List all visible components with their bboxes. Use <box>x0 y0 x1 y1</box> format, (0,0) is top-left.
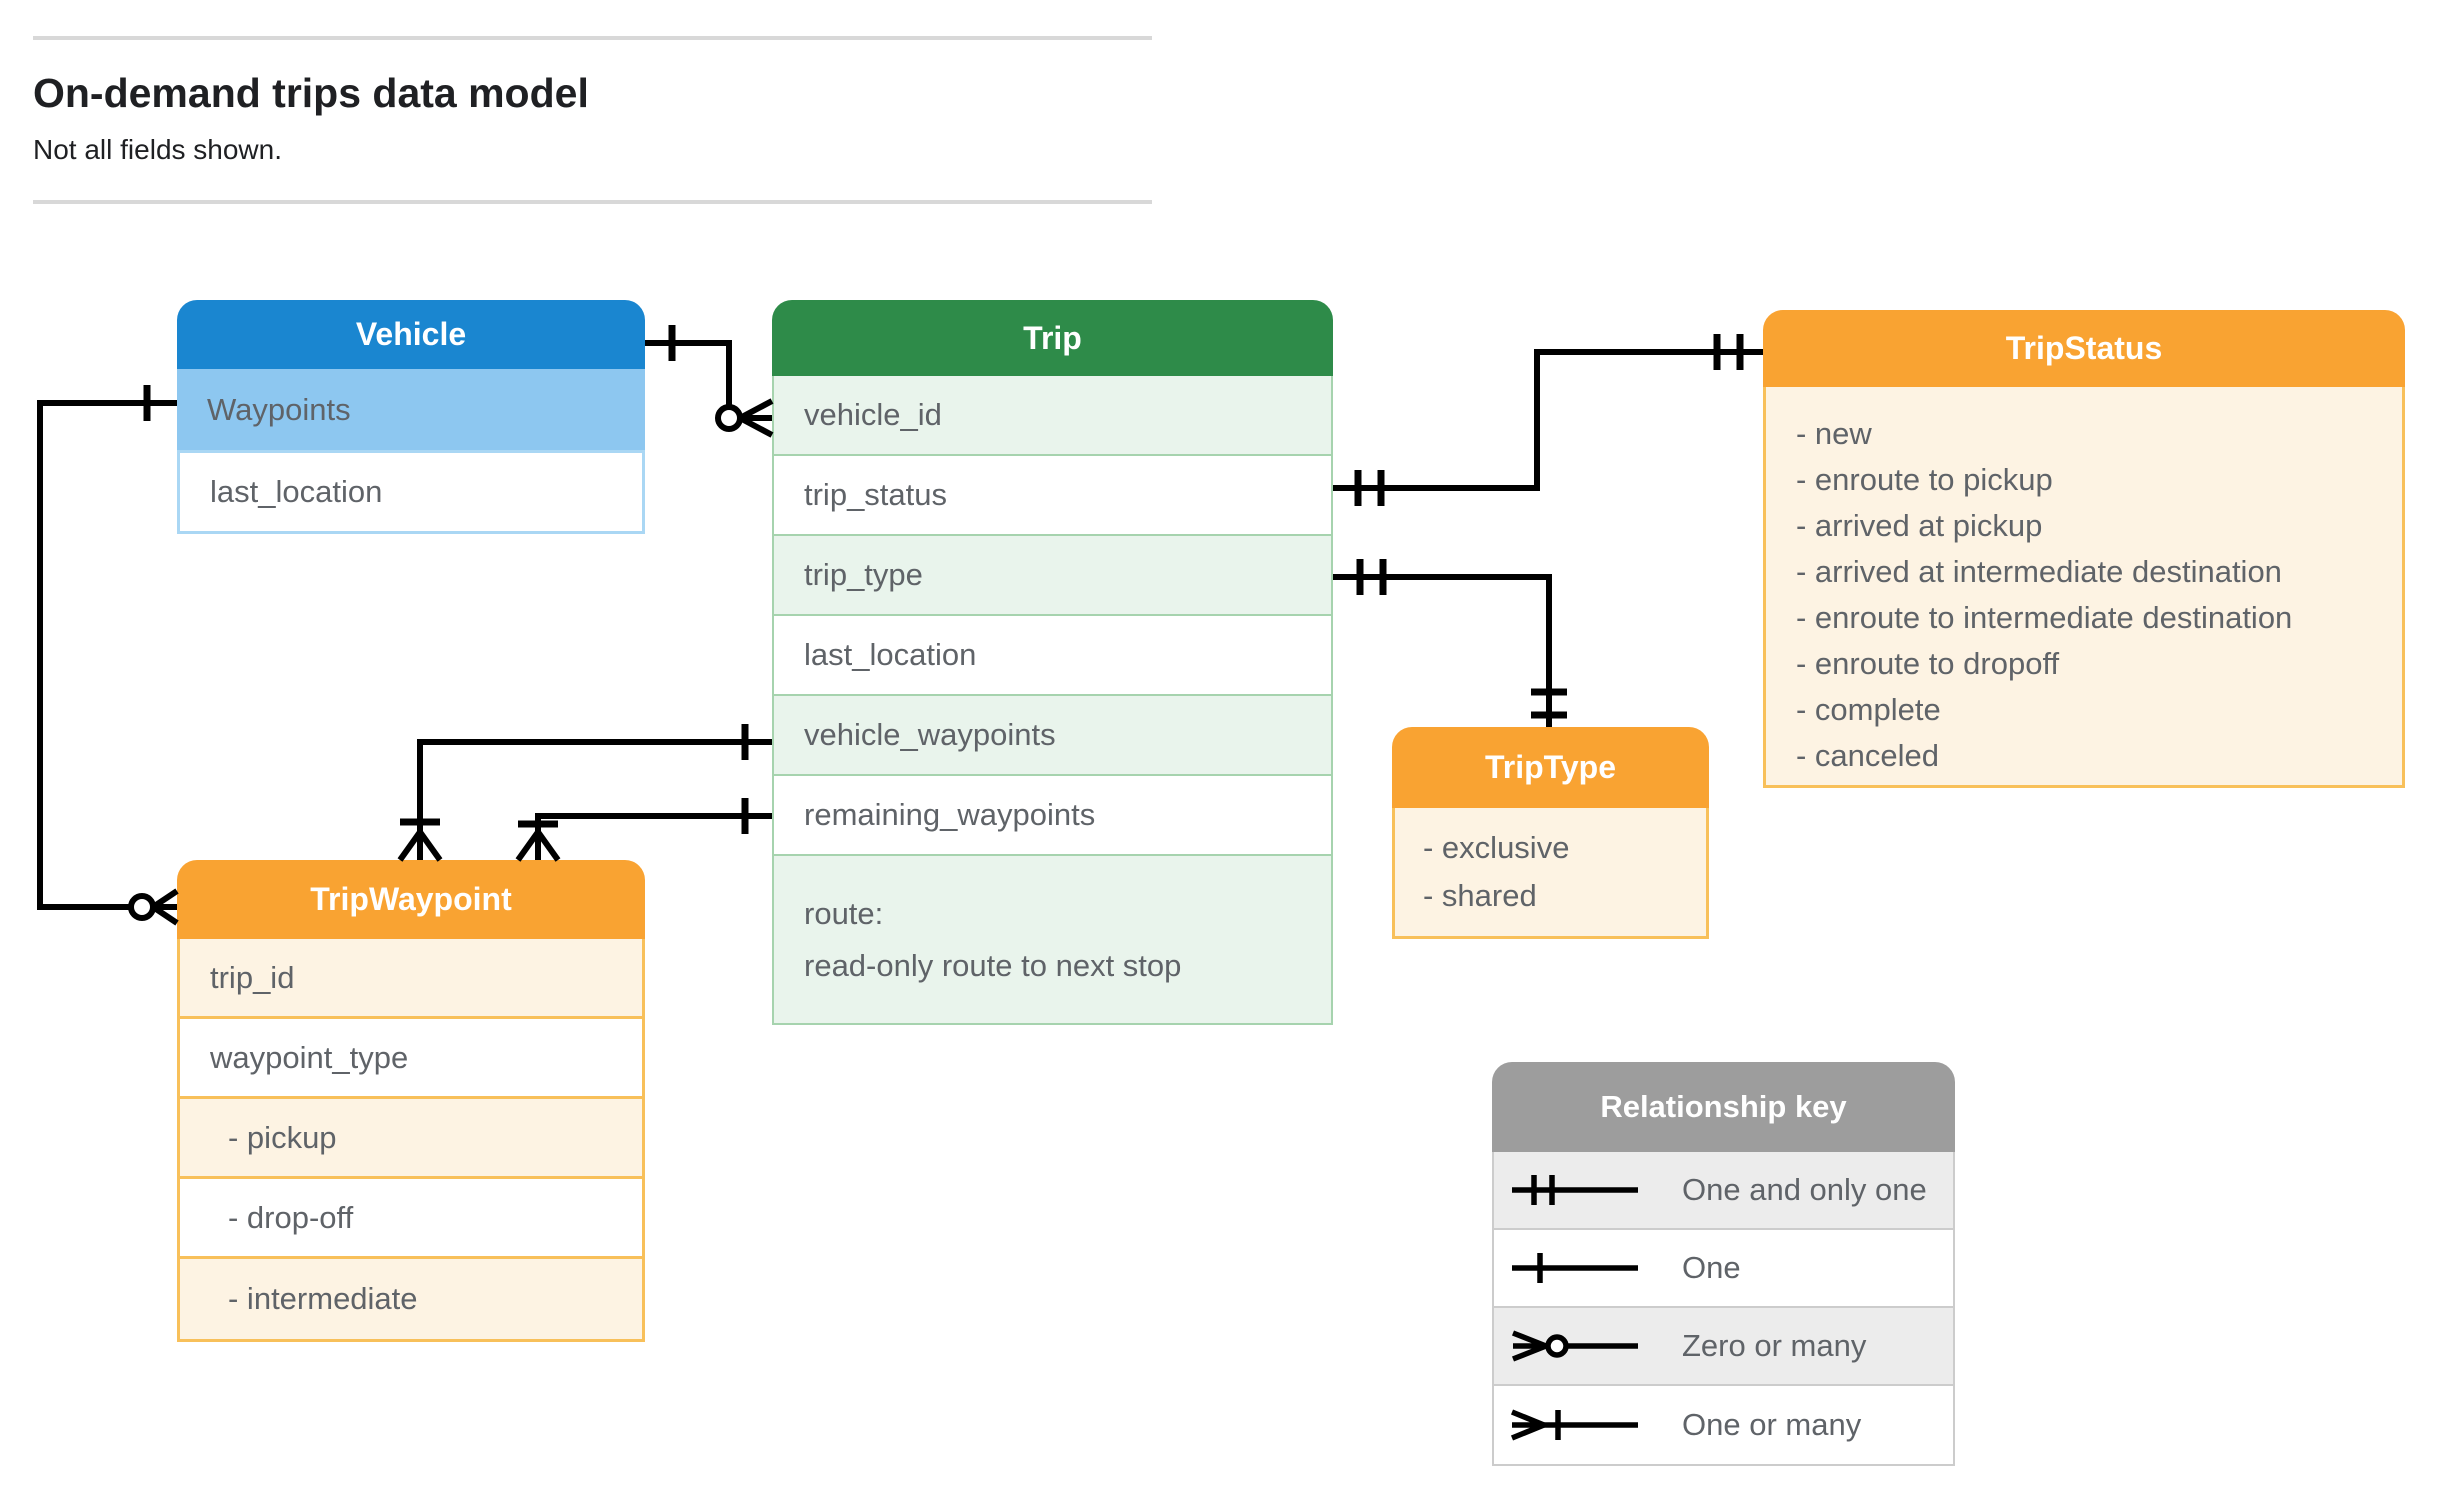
waypoint-type-drop-off: - drop-off <box>180 1179 642 1259</box>
legend-label: One and only one <box>1682 1172 1927 1207</box>
field-trip-vehicle-waypoints: vehicle_waypoints <box>774 696 1331 776</box>
top-divider <box>33 36 1152 40</box>
field-trip-vehicle-id: vehicle_id <box>774 376 1331 456</box>
entity-tripwaypoint: TripWaypoint trip_id waypoint_type - pic… <box>177 860 645 1342</box>
entity-triptype-body: - exclusive - shared <box>1392 808 1709 939</box>
field-trip-remaining-waypoints: remaining_waypoints <box>774 776 1331 856</box>
tripstatus-item: - enroute to intermediate destination <box>1796 600 2293 635</box>
legend-row-one-or-many: One or many <box>1494 1386 1953 1464</box>
field-trip-route-label: route: <box>804 895 884 931</box>
entity-triptype-header: TripType <box>1392 727 1709 808</box>
connector-vehicle-waypoints-to-tripwaypoint <box>37 385 179 926</box>
tripstatus-item: - complete <box>1796 692 1941 727</box>
connector-trip-type-to-triptype <box>1333 559 1567 727</box>
legend-label: One <box>1682 1250 1741 1285</box>
entity-trip: Trip vehicle_id trip_status trip_type la… <box>772 300 1333 1025</box>
entity-tripstatus: TripStatus - new - enroute to pickup - a… <box>1763 310 2405 788</box>
one-icon <box>1512 1253 1638 1283</box>
page-subtitle: Not all fields shown. <box>33 134 283 165</box>
relationship-key-body: One and only one One Zero or many <box>1492 1152 1955 1466</box>
triptype-item: - exclusive <box>1423 830 1570 865</box>
field-tripwaypoint-waypoint-type: waypoint_type <box>180 1019 642 1099</box>
tripstatus-item: - canceled <box>1796 738 1940 773</box>
zero-or-many-icon <box>1511 1330 1638 1362</box>
field-trip-route-description: read-only route to next stop <box>804 947 1182 983</box>
field-trip-status: trip_status <box>774 456 1331 536</box>
relationship-key-header: Relationship key <box>1492 1062 1955 1152</box>
field-vehicle-last-location: last_location <box>177 450 645 534</box>
entity-vehicle: Vehicle Waypoints last_location <box>177 300 645 534</box>
bottom-divider <box>33 200 1152 204</box>
connector-remaining-waypoints-to-tripwaypoint <box>515 798 772 862</box>
field-tripwaypoint-trip-id: trip_id <box>180 939 642 1019</box>
legend-row-zero-or-many: Zero or many <box>1494 1308 1953 1386</box>
connector-vehicle-waypoints-field-to-tripwaypoint <box>397 724 772 862</box>
entity-trip-header: Trip <box>772 300 1333 376</box>
tripstatus-item: - arrived at pickup <box>1796 508 2043 543</box>
page-title: On-demand trips data model <box>33 70 589 116</box>
entity-tripstatus-header: TripStatus <box>1763 310 2405 387</box>
entity-trip-body: vehicle_id trip_status trip_type last_lo… <box>772 376 1333 1025</box>
waypoint-type-intermediate: - intermediate <box>180 1259 642 1339</box>
tripstatus-item: - new <box>1796 416 1872 451</box>
tripstatus-item: - arrived at intermediate destination <box>1796 554 2282 589</box>
one-and-only-one-icon <box>1512 1175 1638 1205</box>
legend-row-one-and-only-one: One and only one <box>1494 1152 1953 1230</box>
field-trip-route: route: read-only route to next stop <box>774 856 1331 1023</box>
entity-vehicle-header: Vehicle <box>177 300 645 369</box>
relationship-key: Relationship key One and only one One <box>1492 1062 1955 1466</box>
connector-trip-status-to-tripstatus <box>1333 334 1763 506</box>
entity-triptype: TripType - exclusive - shared <box>1392 727 1709 939</box>
tripstatus-item: - enroute to pickup <box>1796 462 2053 497</box>
waypoint-type-pickup: - pickup <box>180 1099 642 1179</box>
one-or-many-icon <box>1510 1409 1638 1441</box>
entity-tripwaypoint-header: TripWaypoint <box>177 860 645 939</box>
triptype-item: - shared <box>1423 878 1537 913</box>
field-trip-type: trip_type <box>774 536 1331 616</box>
connector-vehicle-to-trip <box>645 325 774 438</box>
tripstatus-item: - enroute to dropoff <box>1796 646 2060 681</box>
field-trip-last-location: last_location <box>774 616 1331 696</box>
entity-tripwaypoint-body: trip_id waypoint_type - pickup - drop-of… <box>177 939 645 1342</box>
legend-label: Zero or many <box>1682 1328 1867 1363</box>
field-vehicle-waypoints: Waypoints <box>177 369 645 450</box>
legend-label: One or many <box>1682 1407 1862 1442</box>
legend-row-one: One <box>1494 1230 1953 1308</box>
entity-tripstatus-body: - new - enroute to pickup - arrived at p… <box>1763 387 2405 788</box>
